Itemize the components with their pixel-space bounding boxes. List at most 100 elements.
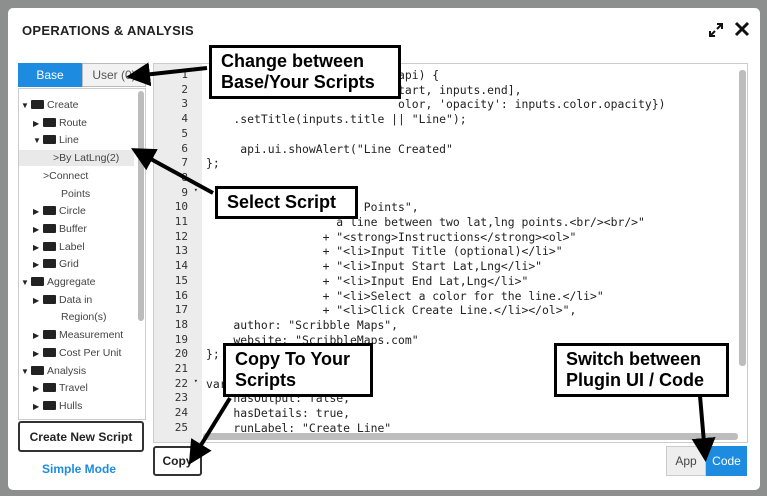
- tree-item-label: Route: [59, 116, 88, 129]
- tree-item[interactable]: ▶Circle: [33, 203, 86, 220]
- tree-scrollbar[interactable]: [138, 91, 144, 321]
- tree-item[interactable]: >Connect: [43, 168, 88, 184]
- folder-icon: [43, 117, 56, 127]
- create-new-script-button[interactable]: Create New Script: [18, 421, 144, 452]
- expanded-arrow-icon[interactable]: ▼: [21, 278, 29, 287]
- arrow-to-selected-script: [130, 148, 214, 195]
- close-icon[interactable]: [733, 20, 751, 38]
- tree-item[interactable]: ▶Lines: [33, 416, 84, 419]
- chevron-right-icon: >: [53, 152, 60, 165]
- line-number: 16: [174, 288, 188, 302]
- code-line: olor, 'opacity': inputs.color.opacity}): [206, 97, 666, 112]
- line-number: 25: [174, 420, 188, 434]
- code-line: tart, inputs.end],: [398, 82, 522, 97]
- line-number-gutter: [154, 64, 202, 442]
- tree-item[interactable]: ▶Travel: [33, 380, 88, 397]
- tree-item[interactable]: ▼ Analysis: [21, 363, 86, 380]
- tree-item-label: Grid: [59, 258, 79, 271]
- collapsed-arrow-icon[interactable]: ▶: [33, 118, 40, 128]
- folder-icon: [43, 347, 56, 357]
- folder-open-icon: [31, 365, 44, 375]
- chevron-right-icon: >: [43, 169, 50, 182]
- line-number: 5: [181, 126, 188, 140]
- code-line: var: [206, 376, 227, 391]
- dialog-title: OPERATIONS & ANALYSIS: [22, 23, 194, 38]
- collapsed-arrow-icon[interactable]: ▶: [33, 348, 40, 358]
- collapsed-arrow-icon[interactable]: ▶: [33, 260, 40, 270]
- tree-item[interactable]: ▶ Grid: [33, 256, 79, 273]
- folder-icon: [43, 418, 56, 419]
- tree-item-label: Lines: [59, 418, 84, 419]
- line-number: 3: [181, 97, 188, 111]
- tree-item-label: Create: [47, 99, 79, 111]
- line-number: 4: [181, 112, 188, 126]
- tree-item-label: Cost Per Unit: [59, 346, 122, 359]
- code-view-button[interactable]: Code: [706, 446, 747, 476]
- collapsed-arrow-icon[interactable]: ▶: [33, 295, 40, 305]
- line-number: 6: [181, 141, 188, 155]
- folder-icon: [43, 259, 56, 269]
- tree-item[interactable]: ▶ Route: [33, 115, 87, 132]
- code-line: .setTitle(inputs.title || "Line");: [206, 112, 467, 127]
- folder-open-icon: [31, 277, 44, 286]
- tree-item[interactable]: ▶ Hulls: [33, 398, 82, 415]
- collapsed-arrow-icon[interactable]: ▶: [33, 207, 40, 217]
- fold-arrow-icon[interactable]: ▾: [193, 185, 198, 194]
- tree-item[interactable]: ▶ Data in: [33, 292, 92, 309]
- expanded-arrow-icon[interactable]: ▼: [33, 136, 41, 146]
- code-line: + "<li>Input Title (optional)</li>": [206, 244, 563, 259]
- expanded-arrow-icon[interactable]: ▼: [21, 366, 29, 376]
- tree-item-label: Measurement: [59, 329, 124, 342]
- expand-icon[interactable]: [708, 22, 724, 38]
- copy-button[interactable]: Copy: [153, 446, 202, 476]
- code-line: api.ui.showAlert("Line Created": [206, 141, 453, 156]
- tree-item[interactable]: ▼ Aggregate: [21, 274, 95, 291]
- collapsed-arrow-icon[interactable]: ▶: [33, 331, 40, 341]
- callout-copy-scripts: Copy To Your Scripts: [223, 343, 373, 397]
- tree-item-label: Points: [61, 187, 91, 200]
- line-number: 10: [174, 200, 188, 214]
- code-line: author: "Scribble Maps",: [206, 317, 399, 332]
- tree-item[interactable]: ▶Buffer: [33, 221, 87, 238]
- folder-open-icon: [43, 135, 56, 145]
- editor-horizontal-scrollbar[interactable]: [203, 433, 738, 440]
- tree-item[interactable]: >By LatLng(2): [19, 150, 134, 167]
- collapsed-arrow-icon[interactable]: ▶: [33, 384, 40, 394]
- tree-item-label: Data in: [59, 293, 93, 306]
- line-number: 24: [174, 406, 188, 420]
- tree-item-label: Analysis: [47, 364, 87, 377]
- tree-item-label: Label: [59, 240, 85, 253]
- tree-item-label: Hulls: [59, 399, 83, 412]
- simple-mode-link[interactable]: Simple Mode: [42, 462, 117, 476]
- code-line: + "<li>Select a color for the line.</li>…: [206, 288, 604, 303]
- collapsed-arrow-icon[interactable]: ▶: [33, 242, 40, 252]
- collapsed-arrow-icon[interactable]: ▶: [33, 224, 40, 234]
- line-number: 23: [174, 391, 188, 405]
- code-line: + "<li>Input Start Lat,Lng</li>": [206, 259, 543, 274]
- tree-item: Region(s): [61, 309, 107, 325]
- tree-item-label: Region(s): [61, 311, 107, 324]
- expanded-arrow-icon[interactable]: ▼: [21, 101, 29, 110]
- tree-item[interactable]: ▼Line: [33, 132, 79, 149]
- line-number: 7: [181, 156, 188, 170]
- code-line: };: [206, 347, 220, 362]
- tree-item[interactable]: ▼ Create: [21, 97, 79, 114]
- tree-item[interactable]: ▶ Measurement: [33, 327, 123, 344]
- line-number: 9: [181, 185, 188, 199]
- collapsed-arrow-icon[interactable]: ▶: [33, 401, 40, 411]
- code-line: runLabel: "Create Line": [206, 420, 392, 435]
- arrow-to-user-tab: [126, 62, 208, 87]
- tree-item-label: By LatLng(2): [59, 152, 120, 165]
- line-number: 13: [174, 244, 188, 258]
- code-line: api) {: [398, 68, 440, 82]
- tree-item-label: Aggregate: [47, 276, 96, 288]
- code-line: + "<li>Click Create Line.</li></ol>",: [206, 303, 577, 318]
- folder-icon: [43, 241, 56, 251]
- editor-vertical-scrollbar[interactable]: [739, 70, 746, 366]
- tree-item[interactable]: ▶ Label: [33, 239, 85, 256]
- tab-base[interactable]: Base: [18, 63, 82, 87]
- arrow-to-copy-button: [188, 396, 232, 465]
- tree-item[interactable]: ▶ Cost Per Unit: [33, 345, 121, 362]
- fold-arrow-icon[interactable]: ▾: [193, 376, 198, 385]
